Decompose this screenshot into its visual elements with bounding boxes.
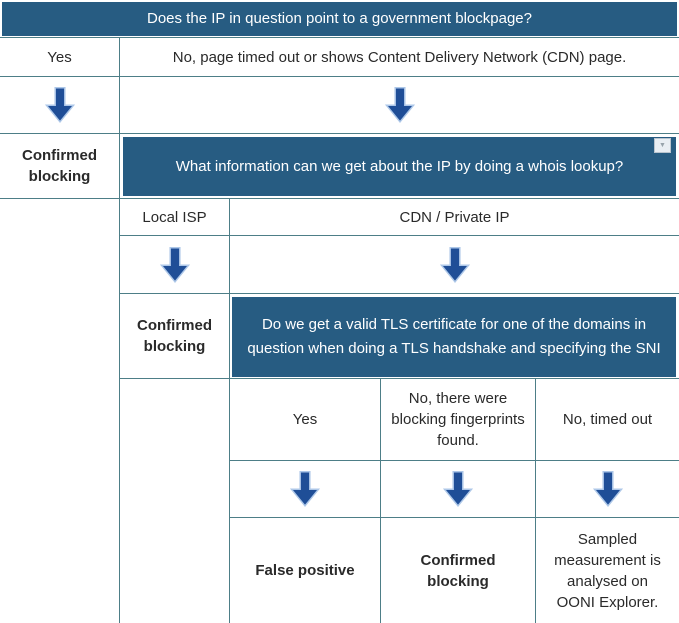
down-arrow-icon [384, 87, 415, 123]
answer-no-fingerprints-cell: No, there were blocking fingerprints fou… [391, 390, 525, 449]
down-arrow-icon [439, 246, 470, 283]
table-border-line [120, 378, 679, 379]
answer-cdn-private-ip-cell: CDN / Private IP [399, 208, 510, 226]
down-arrow-icon [443, 471, 473, 507]
table-border-line [380, 378, 381, 623]
flow-arrow [230, 236, 679, 293]
table-border-line [229, 460, 679, 461]
dropdown-triangle-icon: ▼ [659, 142, 666, 149]
table-border-line [229, 517, 679, 518]
flow-arrow [120, 236, 229, 293]
outcome-confirmed-blocking-cell: Confirmed blocking [22, 147, 97, 185]
question-whois-text: What information can we get about the IP… [175, 157, 624, 175]
table-border-line [120, 235, 679, 236]
dropdown-marker[interactable]: ▼ [654, 138, 671, 153]
answer-local-isp-cell: Local ISP [142, 208, 207, 226]
outcome-false-positive-cell: False positive [255, 562, 355, 579]
down-arrow-icon [159, 246, 190, 283]
outcome-confirmed-blocking-cell: Confirmed blocking [420, 551, 496, 590]
question-tls-text: Do we get a valid TLS certificate for on… [247, 316, 661, 357]
table-border-line [120, 293, 679, 294]
table-border-line [0, 37, 679, 38]
answer-yes-cell: Yes [47, 48, 72, 66]
question-blockpage-header: Does the IP in question point to a gover… [2, 2, 677, 36]
outcome-sampled-measurement-cell: Sampled measurement is analysed on OONI … [554, 530, 661, 611]
answer-no-timed-out-cell: No, timed out [562, 411, 653, 428]
down-arrow-icon [44, 87, 75, 123]
down-arrow-icon [290, 471, 320, 507]
question-whois-header: What information can we get about the IP… [123, 137, 676, 196]
flow-arrow [381, 461, 535, 517]
table-border-line [0, 198, 679, 199]
table-border-line [0, 133, 679, 134]
question-blockpage-text: Does the IP in question point to a gover… [147, 10, 532, 27]
answer-yes-cell: Yes [292, 411, 318, 428]
flow-arrow [536, 461, 679, 517]
answer-no-cdn-cell: No, page timed out or shows Content Deli… [172, 48, 627, 66]
flow-arrow [230, 461, 380, 517]
flow-arrow [120, 77, 679, 133]
flow-arrow [0, 77, 119, 133]
down-arrow-icon [592, 471, 623, 507]
table-border-line [535, 378, 536, 623]
table-border-line [0, 76, 679, 77]
table-border-line [229, 198, 230, 623]
question-tls-header: Do we get a valid TLS certificate for on… [232, 297, 676, 377]
outcome-confirmed-blocking-cell: Confirmed blocking [137, 317, 212, 355]
table-border-line [119, 37, 120, 623]
